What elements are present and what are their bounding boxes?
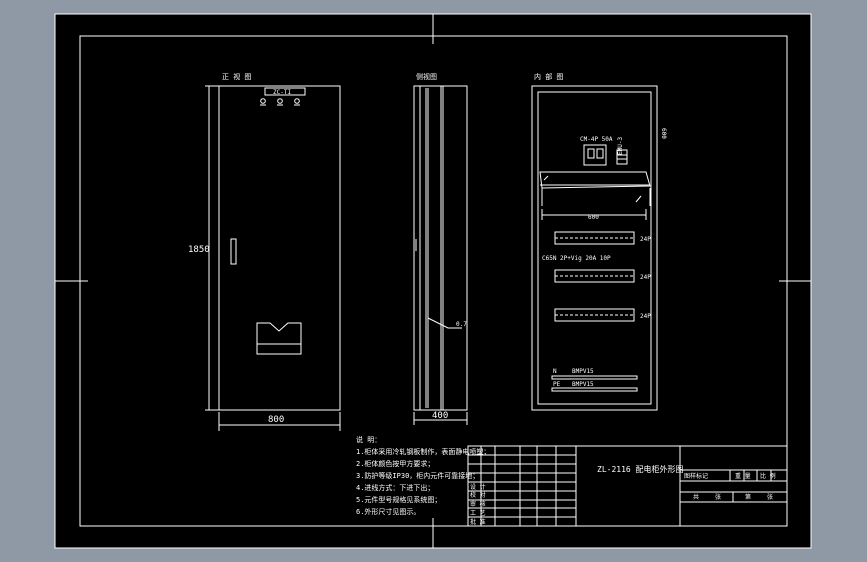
- height-dimension-text: 1850: [188, 245, 210, 255]
- front-view: [205, 85, 341, 431]
- title-block: [467, 445, 788, 527]
- title-row-label: 校 对: [470, 491, 486, 499]
- door-handle: [230, 238, 237, 265]
- main-breaker: [583, 144, 607, 166]
- inner-view-label: 内 部 图: [534, 72, 563, 81]
- indicator-lamps: [260, 98, 300, 106]
- note-line: 4.进线方式：下进下出；: [356, 483, 434, 492]
- breaker-row-2: [554, 269, 635, 283]
- earth-bus: [551, 387, 638, 392]
- sheet-total-suffix: 张: [715, 493, 721, 501]
- callout-text: 0.7: [456, 321, 467, 328]
- note-line: 6.外形尺寸见图示。: [356, 507, 420, 516]
- drawing-sheet: [54, 13, 812, 549]
- inner-mounting-plate: [537, 91, 652, 405]
- note-line: 3.防护等级IP30，柜内元件可靠接地；: [356, 471, 479, 480]
- main-breaker-label: CM-4P 50A: [580, 136, 613, 143]
- note-line: 1.柜体采用冷轧钢板制作，表面静电喷塑；: [356, 447, 490, 456]
- mounting-rail: [539, 171, 651, 189]
- front-cabinet-outline: [218, 85, 341, 411]
- breaker-row-3: [554, 308, 635, 322]
- row-1-pole-count: 24P: [640, 236, 651, 243]
- earth-bus-marker: PE: [553, 381, 561, 388]
- sheet-total-label: 共: [693, 493, 699, 501]
- callout-leader: [427, 317, 462, 329]
- branch-breaker-spec: C65N 2P+Vig 20A 10P: [542, 255, 611, 262]
- inner-view: [531, 85, 658, 411]
- width-dimension-text: 800: [268, 415, 284, 425]
- breaker-row-1: [554, 231, 635, 245]
- top-dimension-text: 600: [660, 128, 667, 139]
- centering-marks: [55, 14, 811, 548]
- neutral-bus: [551, 375, 638, 380]
- neutral-bus-marker: N: [553, 368, 557, 375]
- row-3-pole-count: 24P: [640, 313, 651, 320]
- sheet-number-suffix: 张: [767, 493, 773, 501]
- note-line: 5.元件型号规格见系统图；: [356, 495, 441, 504]
- energy-meter: [616, 149, 628, 165]
- scale-label: 比 例: [760, 472, 776, 480]
- drawing-mark-label: 图样标记: [684, 472, 708, 480]
- cable-entry-plate: [256, 322, 302, 355]
- title-row-label: 设 计: [470, 483, 486, 491]
- earth-bus-label: BMPV15: [572, 381, 594, 388]
- inner-cabinet-outline: [531, 85, 658, 411]
- nameplate: [264, 87, 306, 96]
- depth-dimension-text: 400: [432, 411, 448, 421]
- row-2-pole-count: 24P: [640, 274, 651, 281]
- front-view-label: 正 视 图: [222, 72, 251, 81]
- note-line: 2.柜体颜色按甲方要求；: [356, 459, 434, 468]
- neutral-bus-label: BMPV15: [572, 368, 594, 375]
- weight-label: 重 量: [735, 472, 751, 480]
- nameplate-text: ZC-TI: [273, 89, 291, 96]
- title-row-label: 批 准: [470, 518, 486, 526]
- notes-heading: 说 明：: [356, 435, 381, 444]
- drawing-title: ZL-2116 配电柜外形图: [597, 464, 684, 474]
- title-row-label: 工 艺: [470, 509, 486, 517]
- side-view-label: 侧视图: [416, 72, 437, 81]
- inner-width-dimension-text: 600: [588, 214, 599, 221]
- title-row-label: 审 核: [470, 500, 486, 508]
- side-view: [413, 85, 468, 425]
- meter-label: EMU-3: [617, 137, 624, 155]
- sheet-number-label: 第: [745, 493, 751, 501]
